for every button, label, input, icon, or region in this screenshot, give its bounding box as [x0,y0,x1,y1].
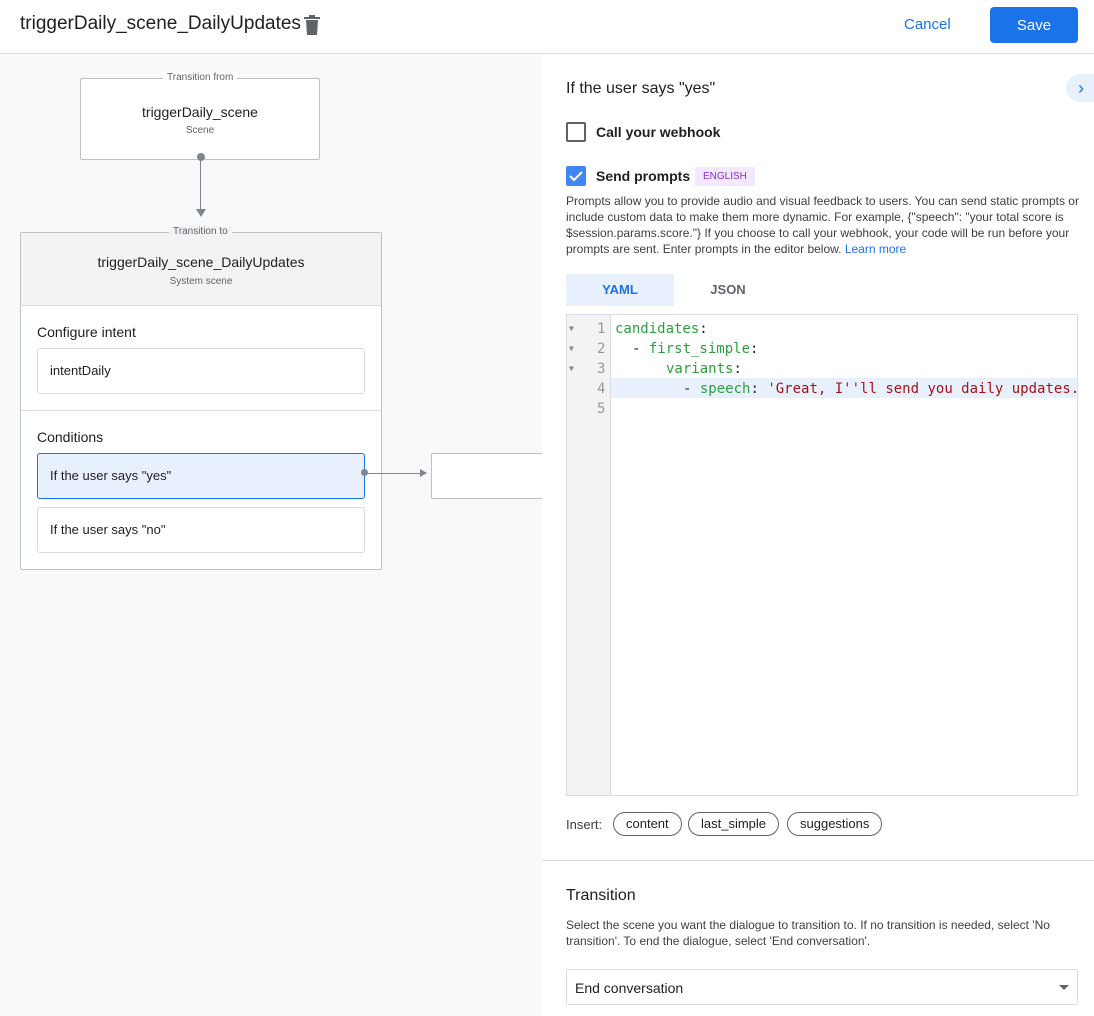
code-line-1: candidates: [615,319,708,339]
cancel-button[interactable]: Cancel [904,16,951,33]
collapse-panel-button[interactable]: › [1066,74,1094,102]
line-number: 5 [597,401,606,417]
language-badge: ENGLISH [695,167,755,186]
condition-panel: › If the user says "yes" Call your webho… [542,55,1094,1016]
insert-chip-suggestions[interactable]: suggestions [787,812,883,836]
fold-icon[interactable]: ▼ [569,324,574,333]
connector-line [366,473,420,474]
line-number: 1 [597,321,606,337]
send-prompts-label: Send prompts [596,168,691,184]
to-scene-type: System scene [169,276,233,287]
arrow-right-icon [420,469,427,477]
arrow-down-icon [196,209,206,217]
line-number: 3 [597,361,606,377]
colon: : [750,341,759,357]
tab-yaml[interactable]: YAML [566,274,674,306]
yaml-key: speech [699,381,751,397]
transition-to-card[interactable]: Transition to triggerDaily_scene_DailyUp… [20,226,382,570]
transition-from-card[interactable]: Transition from triggerDaily_scene Scene [80,72,320,160]
connector-dot [197,153,205,161]
conditions-heading: Conditions [37,429,104,445]
tab-json[interactable]: JSON [710,282,746,297]
prompts-description: Prompts allow you to provide audio and v… [566,193,1081,257]
send-prompts-checkbox[interactable] [566,166,586,186]
dropdown-arrow-icon [1059,985,1069,990]
dash: - [683,381,700,397]
transition-to-label: Transition to [169,226,232,237]
to-scene-name: triggerDaily_scene_DailyUpdates [97,254,305,270]
configure-intent-heading: Configure intent [37,324,136,340]
transition-from-label: Transition from [163,72,238,83]
yaml-key: candidates [615,321,700,337]
transition-description: Select the scene you want the dialogue t… [566,918,1050,948]
insert-chip-content[interactable]: content [613,812,682,836]
colon: : [699,321,708,337]
colon: : [750,381,759,397]
line-number: 2 [597,341,606,357]
yaml-string: 'Great, I''ll send you daily updates. [767,381,1078,397]
condition-no[interactable]: If the user says "no" [37,507,365,553]
insert-label: Insert: [566,817,603,832]
from-scene-type: Scene [185,125,215,136]
flow-canvas[interactable]: Transition from triggerDaily_scene Scene… [0,55,542,1016]
target-scene-card[interactable] [431,453,542,499]
transition-select[interactable]: End conversation [566,969,1078,1005]
fold-icon[interactable]: ▼ [569,364,574,373]
page-title: triggerDaily_scene_DailyUpdates [20,13,301,34]
webhook-label: Call your webhook [596,124,721,140]
code-line-3: variants: [666,359,742,379]
condition-yes[interactable]: If the user says "yes" [37,453,365,499]
code-editor[interactable]: ▼ ▼ ▼ 1 2 3 4 5 candidates: - first_simp… [566,314,1078,796]
connector-line [200,159,201,209]
line-number: 4 [597,381,606,397]
code-line-4: - speech: 'Great, I''ll send you daily u… [683,379,1078,399]
insert-chip-last-simple[interactable]: last_simple [688,812,780,836]
yaml-key: variants [666,361,734,377]
transition-heading: Transition [566,887,636,904]
save-button[interactable]: Save [990,7,1078,43]
connector-dot [361,469,368,476]
from-scene-name: triggerDaily_scene [142,104,258,120]
panel-heading: If the user says "yes" [566,80,716,97]
check-icon [569,171,583,182]
webhook-checkbox[interactable] [566,122,586,142]
top-bar: triggerDaily_scene_DailyUpdates Cancel S… [0,0,1094,54]
learn-more-link[interactable]: Learn more [844,242,907,256]
yaml-key: first_simple [648,341,751,357]
transition-selected-value: End conversation [575,980,684,996]
colon: : [733,361,742,377]
description-text: Prompts allow you to provide audio and v… [566,194,1079,256]
code-line-2: - first_simple: [632,339,758,359]
dash: - [632,341,649,357]
intent-item[interactable]: intentDaily [37,348,365,394]
delete-icon[interactable] [304,15,320,35]
divider [542,860,1094,861]
fold-icon[interactable]: ▼ [569,344,574,353]
